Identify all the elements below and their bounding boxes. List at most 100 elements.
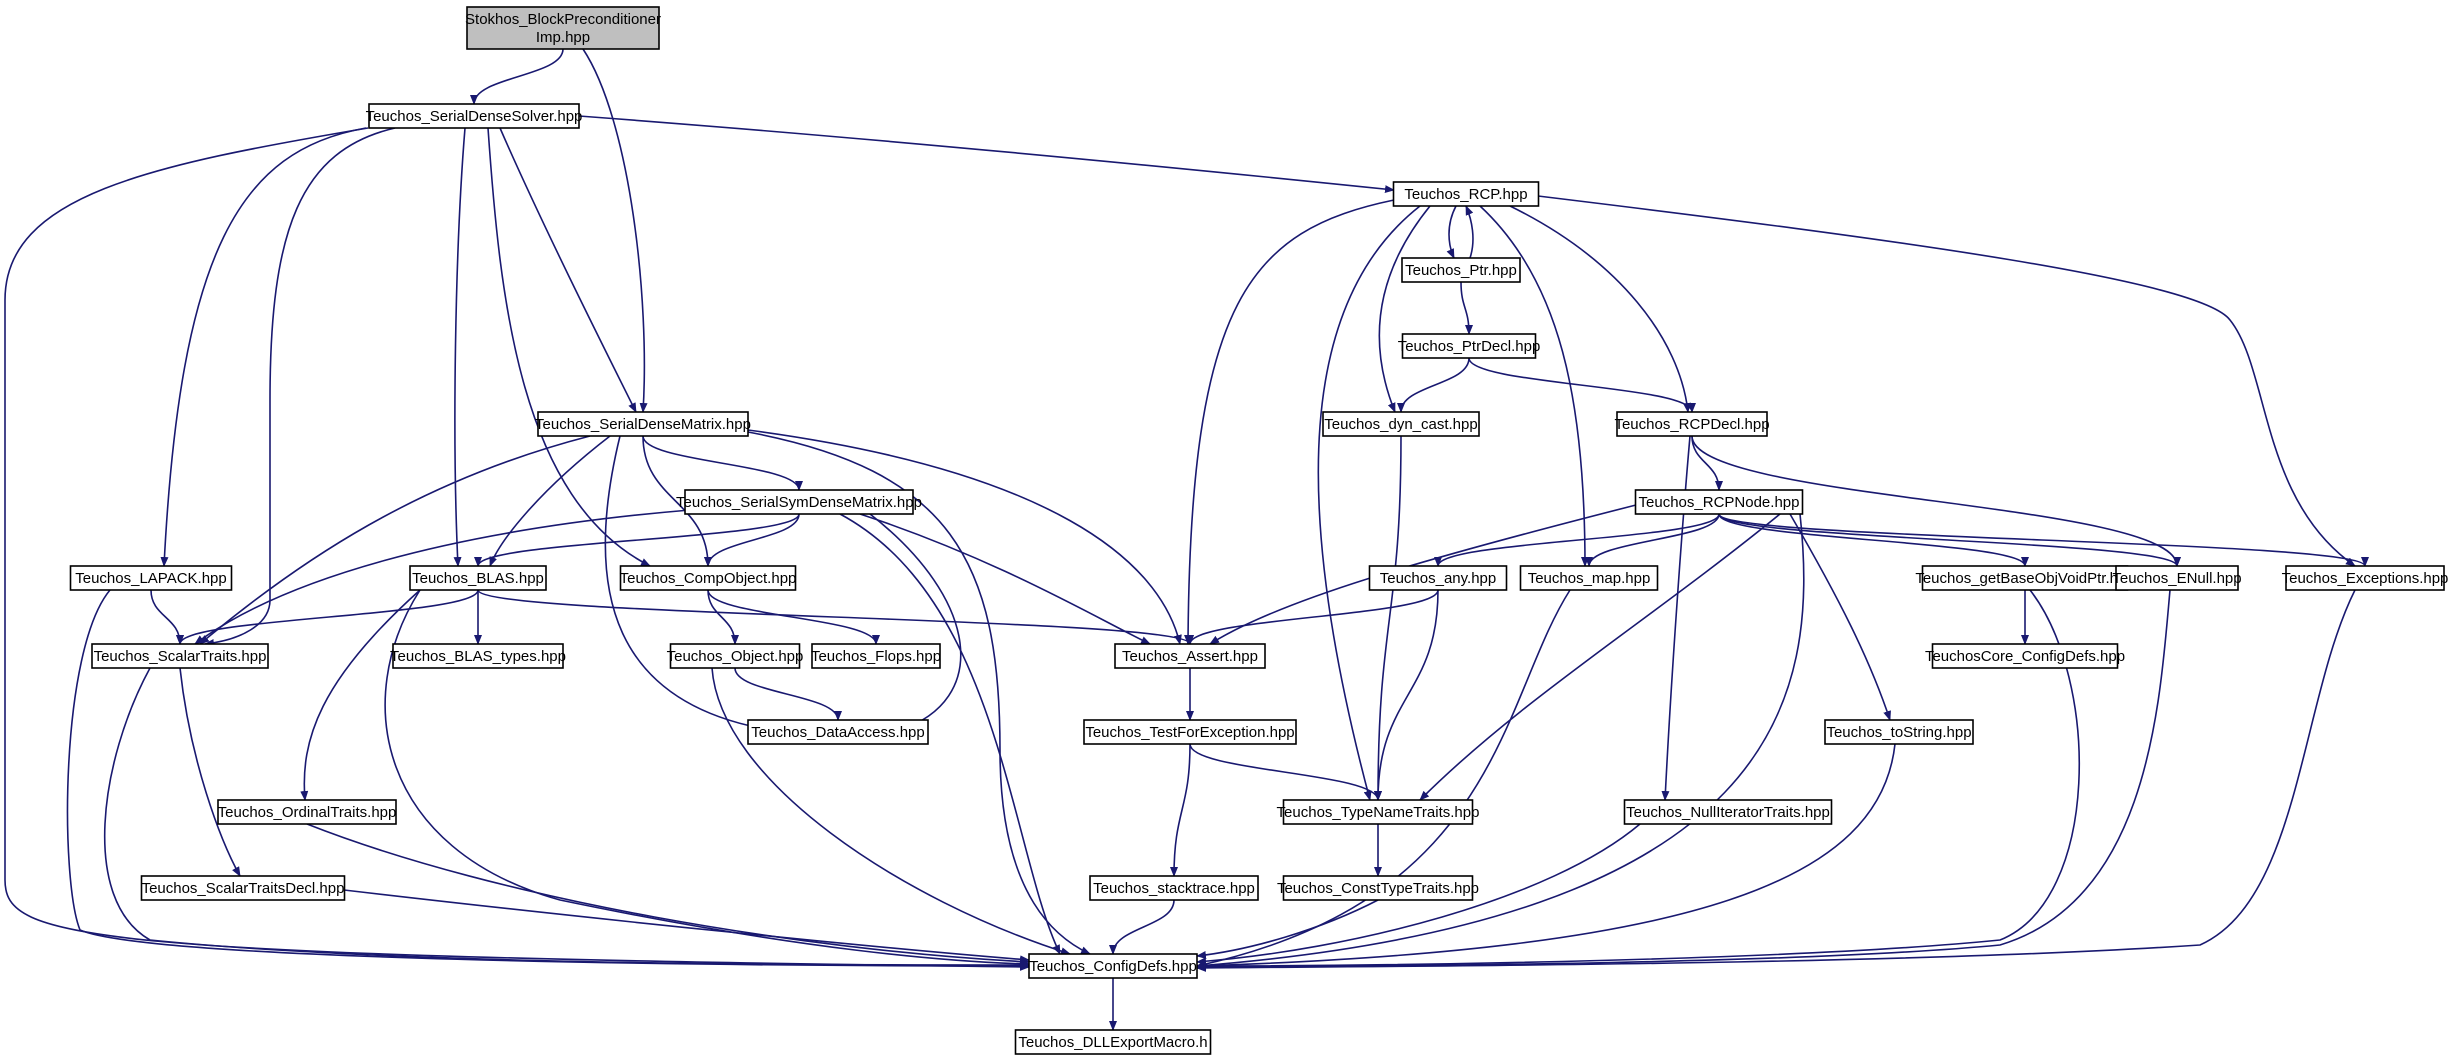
edge-rcpnode-to-configdefs [1196, 513, 1805, 970]
node-box [1282, 875, 1474, 901]
node-box [537, 411, 749, 437]
node-enull[interactable]: Teuchos_ENull.hpp [2112, 565, 2242, 591]
node-label: Teuchos_RCP.hpp [1404, 186, 1527, 203]
node-box [1392, 181, 1540, 207]
node-blastypes[interactable]: Teuchos_BLAS_types.hpp [390, 643, 566, 669]
edge-compobj-to-object [707, 589, 739, 645]
edge-tostring-to-configdefs [1196, 743, 1896, 970]
node-label: Teuchos_OrdinalTraits.hpp [218, 804, 397, 821]
edge-sds-to-compobj [487, 127, 651, 567]
node-label: Teuchos_Exceptions.hpp [2282, 570, 2448, 587]
node-ssdm[interactable]: Teuchos_SerialSymDenseMatrix.hpp [676, 489, 922, 515]
edge-sds-to-rcp [578, 115, 1395, 194]
node-tostring[interactable]: Teuchos_toString.hpp [1824, 719, 1974, 745]
node-box [1028, 953, 1198, 979]
edge-any-to-assert [1186, 589, 1439, 645]
node-box [2115, 565, 2239, 591]
node-compobj[interactable]: Teuchos_CompObject.hpp [620, 565, 797, 591]
edge-stokhos-to-sds [470, 48, 564, 105]
node-box [409, 565, 547, 591]
edge-tfe-to-stacktrace [1170, 743, 1191, 877]
edge-rcp-to-map [1479, 205, 1589, 567]
node-label: Teuchos_ConfigDefs.hpp [1029, 958, 1197, 975]
node-stacktrace[interactable]: Teuchos_stacktrace.hpp [1089, 875, 1259, 901]
node-gbovp[interactable]: Teuchos_getBaseObjVoidPtr.hpp [1915, 565, 2135, 591]
node-typename[interactable]: Teuchos_TypeNameTraits.hpp [1277, 799, 1480, 825]
node-label: Teuchos_PtrDecl.hpp [1398, 338, 1541, 355]
edge-ptrdecl-to-dyncast [1397, 357, 1470, 413]
node-any[interactable]: Teuchos_any.hpp [1368, 565, 1508, 591]
node-label: Teuchos_RCPDecl.hpp [1614, 416, 1769, 433]
node-consttype[interactable]: Teuchos_ConstTypeTraits.hpp [1277, 875, 1479, 901]
edge-stdecl-to-configdefs [343, 889, 1030, 964]
edge-lapack-to-scalartraits [150, 589, 184, 645]
node-flops[interactable]: Teuchos_Flops.hpp [811, 643, 941, 669]
edge-sds-to-blas [453, 127, 466, 567]
node-dyncast[interactable]: Teuchos_dyn_cast.hpp [1322, 411, 1480, 437]
node-box [1623, 799, 1833, 825]
edge-layer [4, 48, 2369, 1031]
edge-rcp-to-assert [1184, 199, 1395, 645]
node-assert[interactable]: Teuchos_Assert.hpp [1114, 643, 1266, 669]
node-rcpnode[interactable]: Teuchos_RCPNode.hpp [1634, 489, 1804, 515]
edge-ssdm-to-scalartraits [194, 509, 691, 645]
node-rcpdecl[interactable]: Teuchos_RCPDecl.hpp [1614, 411, 1770, 437]
node-lapack[interactable]: Teuchos_LAPACK.hpp [69, 565, 233, 591]
edge-rcpnode-to-any [1434, 513, 1720, 567]
node-label: Teuchos_SerialSymDenseMatrix.hpp [676, 494, 922, 511]
node-label: Teuchos_DLLExportMacro.h [1018, 1034, 1207, 1051]
node-blas[interactable]: Teuchos_BLAS.hpp [409, 565, 547, 591]
edge-exceptions-to-configdefs [1196, 589, 2356, 972]
node-scalartraits[interactable]: Teuchos_ScalarTraits.hpp [91, 643, 269, 669]
edge-sdm-to-blas [489, 435, 611, 567]
edge-sdm-to-assert [747, 429, 1182, 645]
node-nulliter[interactable]: Teuchos_NullIteratorTraits.hpp [1623, 799, 1833, 825]
node-ptrdecl[interactable]: Teuchos_PtrDecl.hpp [1398, 333, 1541, 359]
node-sdm[interactable]: Teuchos_SerialDenseMatrix.hpp [535, 411, 751, 437]
node-object[interactable]: Teuchos_Object.hpp [667, 643, 804, 669]
edge-blas-to-configdefs [384, 589, 1030, 968]
edge-rcpnode-to-gbovp [1718, 513, 2029, 567]
node-map[interactable]: Teuchos_map.hpp [1519, 565, 1659, 591]
edge-blas-to-scalartraits [176, 589, 479, 645]
edge-any-to-typename [1374, 589, 1439, 801]
edge-dyncast-to-typename [1374, 435, 1402, 801]
edge-sds-to-configdefs [4, 127, 1030, 971]
node-rcp[interactable]: Teuchos_RCP.hpp [1392, 181, 1540, 207]
node-box [1114, 643, 1266, 669]
node-dataaccess[interactable]: Teuchos_DataAccess.hpp [747, 719, 929, 745]
node-label: Teuchos_Assert.hpp [1122, 648, 1258, 665]
edge-rcp-to-exceptions [1537, 195, 2356, 567]
node-configdefs[interactable]: Teuchos_ConfigDefs.hpp [1028, 953, 1198, 979]
node-box [1089, 875, 1259, 901]
node-label: Teuchos_BLAS_types.hpp [390, 648, 566, 665]
node-label: Teuchos_ENull.hpp [2112, 570, 2241, 587]
edge-sdm-to-compobj [642, 435, 712, 567]
node-dllexport[interactable]: Teuchos_DLLExportMacro.h [1014, 1029, 1212, 1055]
node-ptr[interactable]: Teuchos_Ptr.hpp [1401, 257, 1521, 283]
node-sds[interactable]: Teuchos_SerialDenseSolver.hpp [366, 103, 583, 129]
node-box [1401, 257, 1521, 283]
edge-ssdm-to-assert [859, 513, 1151, 645]
node-exceptions[interactable]: Teuchos_Exceptions.hpp [2282, 565, 2448, 591]
node-box [669, 643, 801, 669]
edge-sdm-to-scalartraits [199, 435, 591, 645]
node-stdecl[interactable]: Teuchos_ScalarTraitsDecl.hpp [140, 875, 346, 901]
node-label: Teuchos_Object.hpp [667, 648, 804, 665]
edge-sds-to-lapack [160, 127, 367, 567]
node-box [811, 643, 941, 669]
edge-rcpnode-to-tostring [1789, 513, 1891, 721]
node-box [392, 643, 564, 669]
node-coreconfig[interactable]: TeuchosCore_ConfigDefs.hpp [1925, 643, 2125, 669]
edge-blas-to-ordinal [300, 589, 421, 801]
edge-ssdm-to-configdefs [839, 513, 1061, 955]
edge-compobj-to-flops [707, 589, 880, 645]
node-label: Teuchos_CompObject.hpp [620, 570, 797, 587]
node-label: Teuchos_getBaseObjVoidPtr.hpp [1915, 570, 2134, 587]
edge-rcpnode-to-enull [1718, 513, 2181, 567]
node-tfe[interactable]: Teuchos_TestForException.hpp [1083, 719, 1297, 745]
node-ordinal[interactable]: Teuchos_OrdinalTraits.hpp [217, 799, 397, 825]
node-box [1931, 643, 2119, 669]
node-box [368, 103, 580, 129]
